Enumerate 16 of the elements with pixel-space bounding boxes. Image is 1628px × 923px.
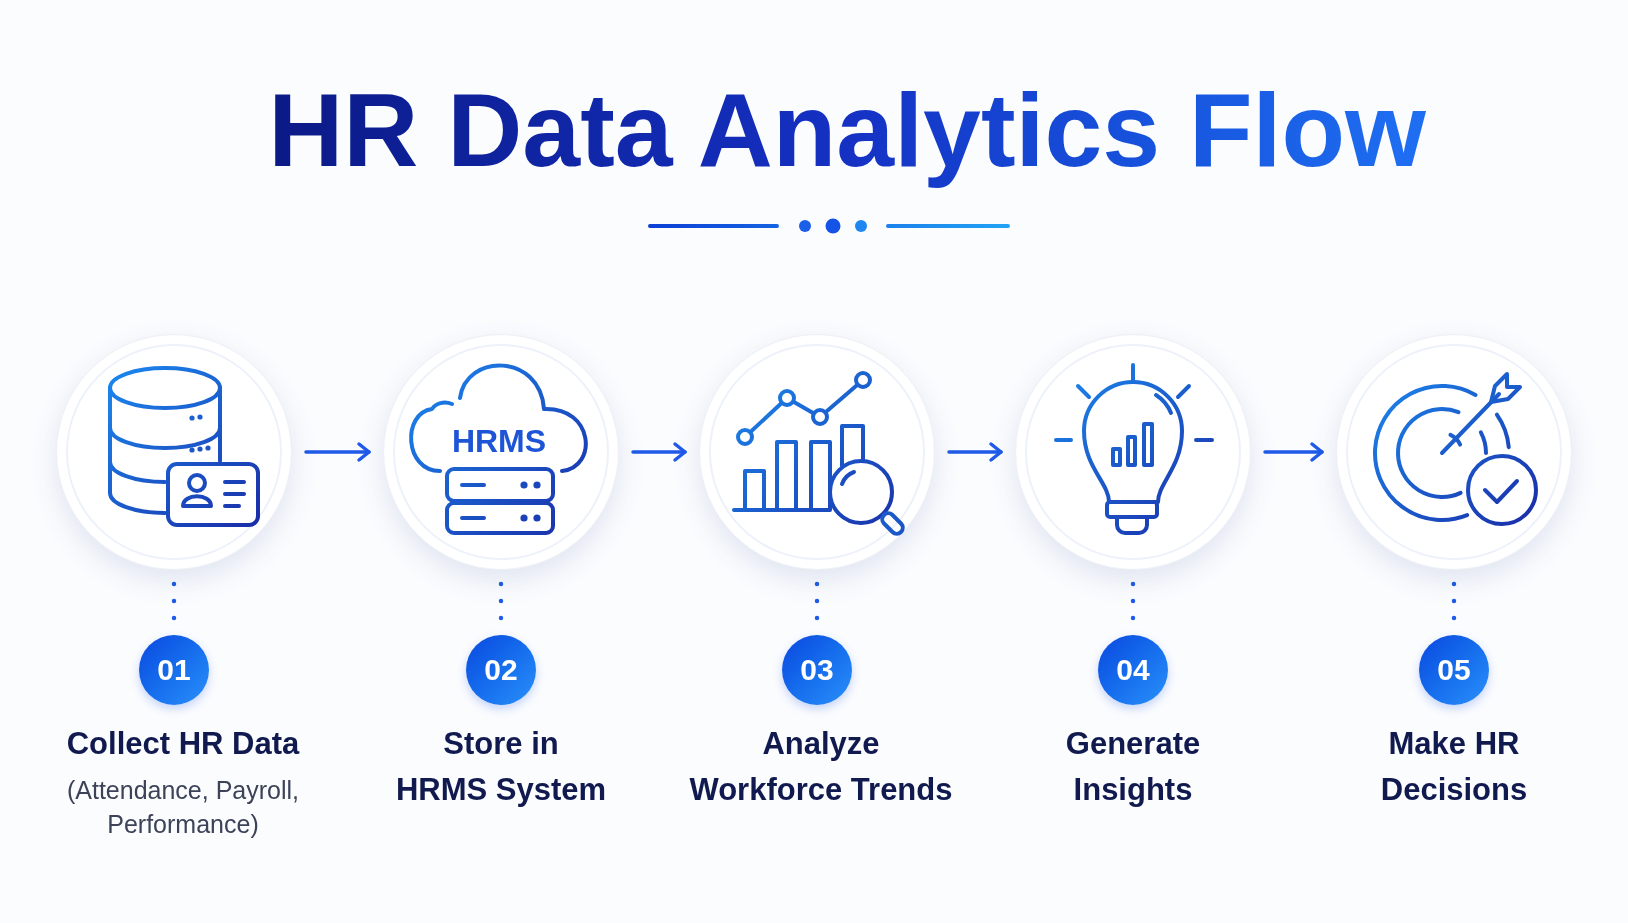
- arrow: [1263, 442, 1324, 462]
- icon-label: HRMS: [451, 425, 547, 457]
- step-title: Analyze Workforce Trends: [688, 725, 954, 809]
- step-number-badge: 05: [1419, 635, 1489, 705]
- step-title: Store in HRMS System: [394, 725, 608, 809]
- arrow: [631, 442, 687, 462]
- step-title: Collect HR Data: [66, 725, 300, 763]
- step-title: Make HR Decisions: [1379, 725, 1529, 809]
- arrow: [947, 442, 1003, 462]
- step-number-badge: 01: [139, 635, 209, 705]
- step-number-badge: 02: [466, 635, 536, 705]
- step-number-badge: 03: [782, 635, 852, 705]
- step-description: (Attendance, Payroll, Performance): [65, 775, 301, 840]
- arrow: [304, 442, 371, 462]
- step-number-badge: 04: [1098, 635, 1168, 705]
- step-title: Generate Insights: [1064, 725, 1202, 809]
